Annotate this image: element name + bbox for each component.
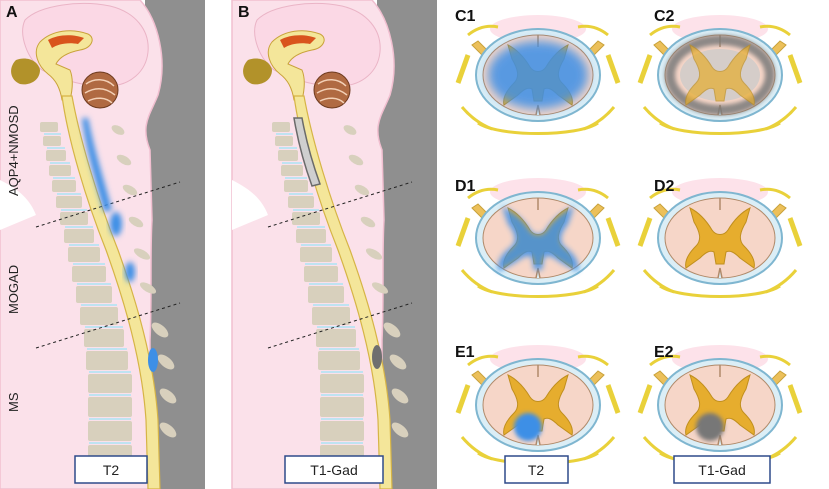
panel-c2 bbox=[640, 15, 800, 134]
panel-letter-b: B bbox=[238, 4, 250, 21]
panel-c1 bbox=[458, 15, 618, 134]
panel-e1 bbox=[458, 345, 618, 464]
side-label-mogad: MOGAD bbox=[6, 265, 21, 314]
label-box-a bbox=[74, 455, 148, 484]
panel-letter-c1: C1 bbox=[455, 8, 476, 25]
panel-letter-d1: D1 bbox=[455, 178, 476, 195]
panel-letter-c2: C2 bbox=[654, 8, 675, 25]
label-text-a: T2 bbox=[103, 462, 120, 478]
lesion-mogad-2 bbox=[125, 262, 135, 282]
panel-d1 bbox=[458, 178, 618, 297]
lesion-aqp4-longitudinal bbox=[82, 118, 112, 212]
label-text-b: T1-Gad bbox=[310, 462, 357, 478]
panel-letter-d2: D2 bbox=[654, 178, 675, 195]
lesion-c1-diffuse bbox=[488, 41, 588, 109]
panel-a: A AQP4+NMOSD MOGAD MS T2 bbox=[0, 0, 206, 489]
panel-letter-e2: E2 bbox=[654, 344, 674, 361]
label-text-col1: T2 bbox=[528, 462, 545, 478]
lesion-d1-gray-matter bbox=[497, 206, 579, 272]
lesion-e2-dorsal bbox=[696, 413, 724, 441]
side-label-ms: MS bbox=[6, 392, 21, 412]
side-label-aqp4: AQP4+NMOSD bbox=[6, 105, 21, 196]
lesion-c2-rim bbox=[665, 35, 775, 115]
lesion-mogad-1 bbox=[110, 212, 122, 236]
lesion-e1-dorsal bbox=[514, 413, 542, 441]
lesion-aqp4-gad-rim bbox=[293, 117, 321, 187]
panel-e2 bbox=[640, 345, 800, 464]
label-box-col2 bbox=[673, 455, 771, 484]
label-box-col1 bbox=[504, 455, 569, 484]
lesion-ms bbox=[148, 348, 158, 372]
panel-letter-e1: E1 bbox=[455, 344, 475, 361]
panel-b: B T1-Gad bbox=[231, 0, 438, 489]
label-box-b bbox=[284, 455, 384, 484]
label-text-col2: T1-Gad bbox=[698, 462, 745, 478]
panel-letter-a: A bbox=[6, 4, 18, 21]
panel-d2 bbox=[640, 178, 800, 297]
lesion-ms-gad bbox=[372, 345, 382, 369]
